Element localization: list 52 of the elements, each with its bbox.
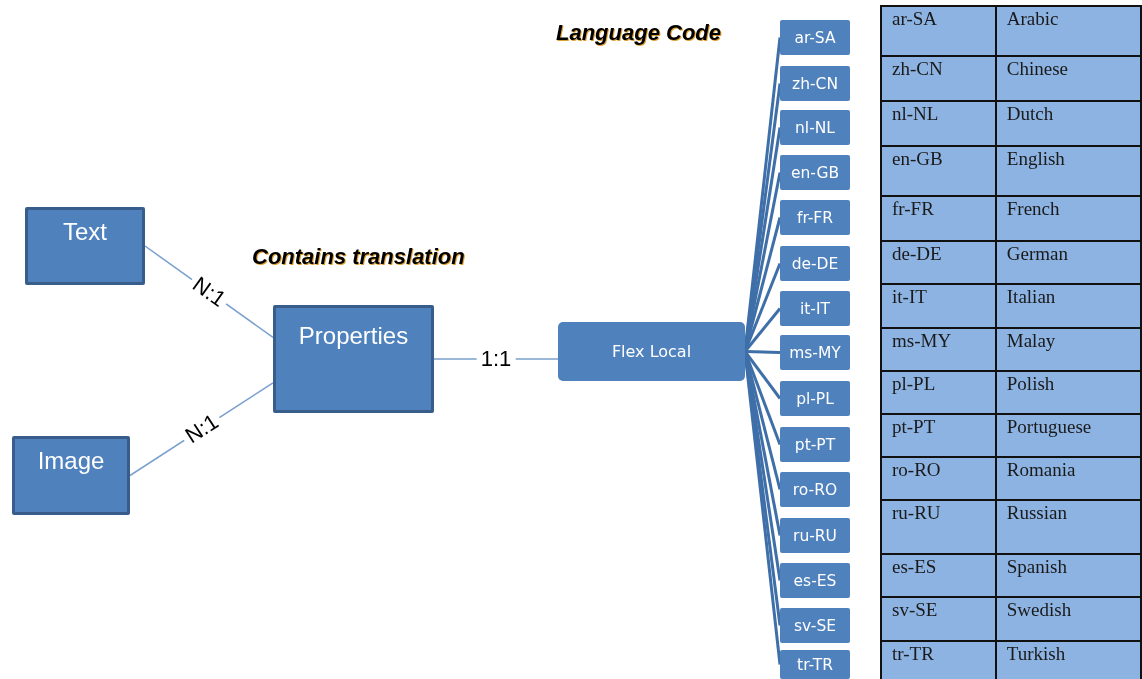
language-code-box: ar-SA — [780, 20, 850, 55]
entity-box: Image — [12, 436, 130, 515]
language-code-box: zh-CN — [780, 66, 850, 101]
heading: Contains translation — [252, 244, 465, 270]
language-code-box: de-DE — [780, 246, 850, 281]
entity-box: Properties — [273, 305, 434, 413]
language-code-box: tr-TR — [780, 650, 850, 679]
language-code-box: pt-PT — [780, 427, 850, 462]
table-cell: English — [995, 146, 1141, 196]
language-code-box: ru-RU — [780, 518, 850, 553]
table-cell: French — [995, 196, 1141, 241]
heading: Language Code — [556, 20, 721, 46]
table-cell: Swedish — [995, 597, 1141, 641]
table-cell: Dutch — [995, 101, 1141, 146]
language-code-box: es-ES — [780, 563, 850, 598]
table-cell: Polish — [995, 371, 1141, 414]
table-cell: Chinese — [995, 56, 1141, 101]
table-cell: Russian — [995, 500, 1141, 554]
table-cell: zh-CN — [881, 56, 996, 101]
table-cell: Malay — [995, 328, 1141, 371]
language-code-box: ro-RO — [780, 472, 850, 507]
language-code-box: ms-MY — [780, 335, 850, 370]
table-cell: tr-TR — [881, 641, 996, 679]
entity-box: Text — [25, 207, 145, 285]
table-cell: ru-RU — [881, 500, 996, 554]
table-cell: Portuguese — [995, 414, 1141, 457]
table-cell: German — [995, 241, 1141, 284]
table-cell: it-IT — [881, 284, 996, 328]
language-code-box: nl-NL — [780, 110, 850, 145]
hub-box: Flex Local — [558, 322, 745, 381]
table-cell: es-ES — [881, 554, 996, 597]
table-cell: pt-PT — [881, 414, 996, 457]
table-cell: Italian — [995, 284, 1141, 328]
table-cell: pl-PL — [881, 371, 996, 414]
table-cell: sv-SE — [881, 597, 996, 641]
table-cell: fr-FR — [881, 196, 996, 241]
table-cell: nl-NL — [881, 101, 996, 146]
language-code-box: sv-SE — [780, 608, 850, 643]
language-code-box: fr-FR — [780, 200, 850, 235]
language-code-box: it-IT — [780, 291, 850, 326]
language-code-box: pl-PL — [780, 381, 850, 416]
table-cell: Romania — [995, 457, 1141, 500]
table-cell: Spanish — [995, 554, 1141, 597]
table-cell: de-DE — [881, 241, 996, 284]
table-cell: Turkish — [995, 641, 1141, 679]
table-cell: ro-RO — [881, 457, 996, 500]
table-cell: ar-SA — [881, 6, 996, 56]
connector-line — [744, 350, 781, 354]
table-cell: en-GB — [881, 146, 996, 196]
language-code-box: en-GB — [780, 155, 850, 190]
table-cell: ms-MY — [881, 328, 996, 371]
table-cell: Arabic — [995, 6, 1141, 56]
